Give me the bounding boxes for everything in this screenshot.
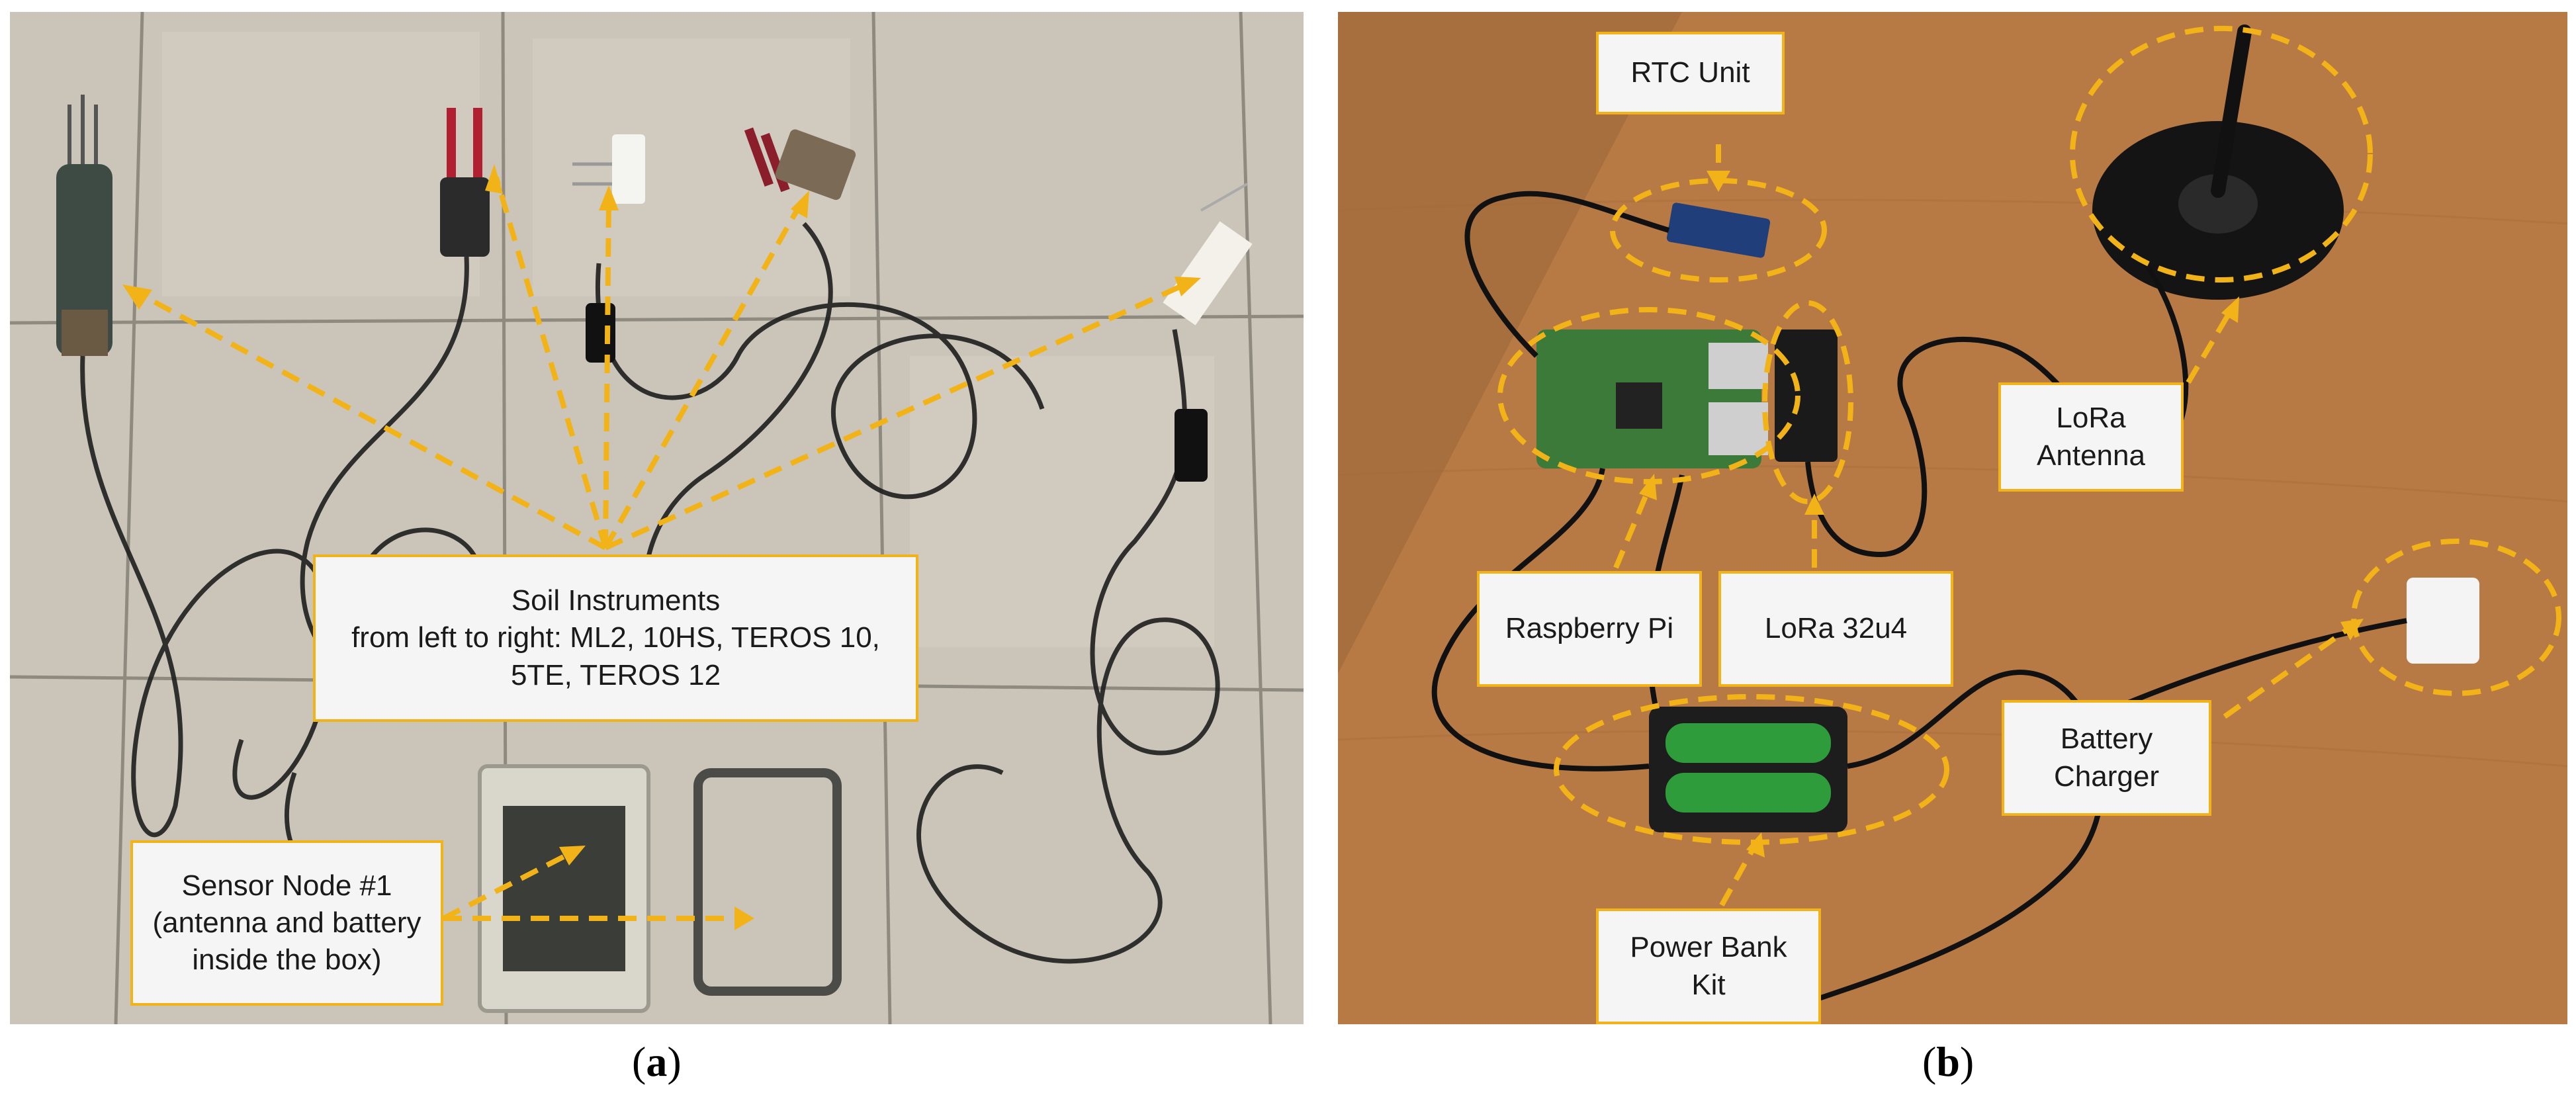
rtc-unit-text: RTC Unit xyxy=(1630,56,1750,89)
soil-label-line-2: from left to right: ML2, 10HS, TEROS 10, xyxy=(351,621,880,654)
arrowheads xyxy=(122,164,1201,930)
battery-charger-line-1: Battery xyxy=(2060,723,2153,756)
caption-b-close: ) xyxy=(1959,1038,1975,1085)
raspberry-pi-board xyxy=(1536,330,1768,468)
battery-charger-label: Battery Charger xyxy=(2002,700,2211,816)
sensor-node-box xyxy=(478,764,842,1013)
power-bank-line-1: Power Bank xyxy=(1630,931,1787,964)
battery-charger-line-2: Charger xyxy=(2054,760,2159,793)
lora32u4-board xyxy=(1775,330,1838,462)
teros12-probe xyxy=(1163,183,1253,326)
lora-antenna-label: LoRa Antenna xyxy=(1998,382,2184,492)
soil-label-line-1: Soil Instruments xyxy=(511,584,721,617)
lora-32u4-text: LoRa 32u4 xyxy=(1764,612,1908,645)
lora-antenna xyxy=(2092,24,2344,300)
caption-a-letter: a xyxy=(646,1038,668,1085)
annotation-arrows xyxy=(131,176,1189,921)
lora-32u4-label: LoRa 32u4 xyxy=(1718,571,1953,687)
caption-a: (a) xyxy=(632,1037,682,1086)
rtc-board xyxy=(1666,202,1771,258)
raspberry-pi-text: Raspberry Pi xyxy=(1505,612,1674,645)
raspberry-pi-label: Raspberry Pi xyxy=(1477,571,1702,687)
caption-b: (b) xyxy=(1922,1037,1974,1086)
rtc-unit-label: RTC Unit xyxy=(1596,32,1785,114)
charger-block xyxy=(2407,578,2479,664)
sensor-node-label: Sensor Node #1 (antenna and battery insi… xyxy=(130,840,443,1006)
soil-instruments-label: Soil Instruments from left to right: ML2… xyxy=(313,554,918,722)
gateway-photo xyxy=(1338,12,2567,1024)
ml2-probe xyxy=(56,95,112,356)
power-bank-line-2: Kit xyxy=(1691,968,1726,1001)
lora-antenna-line-2: Antenna xyxy=(2037,439,2145,472)
teros10-probe xyxy=(572,134,645,204)
soil-label-line-3: 5TE, TEROS 12 xyxy=(510,658,721,691)
power-bank-label: Power Bank Kit xyxy=(1596,908,1821,1024)
node-label-line-1: Sensor Node #1 xyxy=(181,869,392,902)
caption-b-open: ( xyxy=(1922,1038,1937,1085)
caption-a-open: ( xyxy=(632,1038,646,1085)
node-label-line-2: (antenna and battery xyxy=(152,906,422,939)
lora-antenna-line-1: LoRa xyxy=(2056,402,2126,435)
ferrite-core xyxy=(586,303,615,363)
arrowheads-b xyxy=(1639,171,2364,857)
caption-a-close: ) xyxy=(667,1038,682,1085)
node-label-line-3: inside the box) xyxy=(192,944,382,977)
10hs-probe xyxy=(440,108,490,257)
photo-panel-b: RTC Unit LoRa Antenna Raspberry Pi LoRa … xyxy=(1338,12,2567,1024)
photo-panel-a: Soil Instruments from left to right: ML2… xyxy=(10,12,1304,1024)
power-bank xyxy=(1649,707,1847,832)
ferrite-core xyxy=(1175,409,1208,482)
5te-probe xyxy=(744,127,856,200)
caption-b-letter: b xyxy=(1936,1038,1960,1085)
